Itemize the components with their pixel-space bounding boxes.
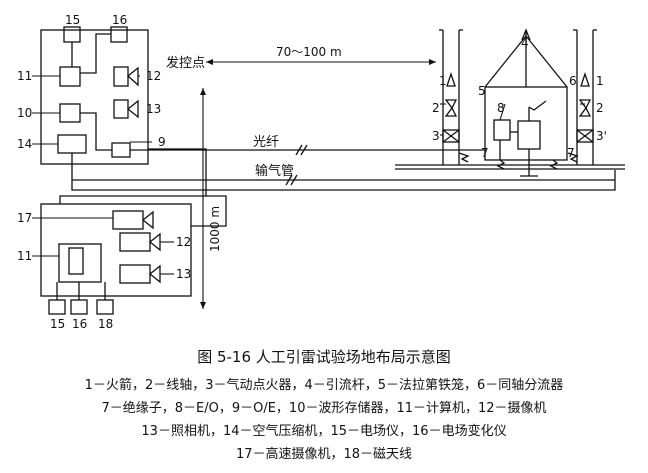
label-5: 5 bbox=[478, 84, 486, 98]
label-7-left: 7 bbox=[481, 146, 489, 160]
fiber-label: 光纤 bbox=[253, 135, 279, 150]
recording-station-frame bbox=[40, 203, 192, 297]
control-station-frame bbox=[40, 29, 149, 165]
camera-13 bbox=[113, 99, 129, 119]
rocket-1-right bbox=[580, 71, 590, 87]
label-9: 9 bbox=[158, 135, 166, 149]
computer-11b-core bbox=[68, 247, 84, 275]
label-4: 4 bbox=[521, 36, 529, 50]
air-compressor-14 bbox=[57, 134, 87, 154]
label-3-right: 3' bbox=[596, 129, 607, 143]
rocket-1-left bbox=[446, 71, 456, 87]
label-12b: 12 bbox=[176, 235, 191, 249]
label-15: 15 bbox=[65, 13, 80, 27]
label-13b: 13 bbox=[176, 267, 191, 281]
label-10: 10 bbox=[17, 106, 32, 120]
distance-horizontal-label: 70～100 m bbox=[276, 45, 342, 59]
legend-line-1: 1－火箭，2－线轴，3－气动点火器，4－引流杆，5－法拉第铁笼，6－同轴分流器 bbox=[84, 378, 564, 393]
label-11b: 11 bbox=[17, 249, 32, 263]
field-change-meter-16 bbox=[110, 26, 128, 43]
label-8: 8 bbox=[497, 101, 505, 115]
legend-line-4: 17－高速摄像机，18－磁天线 bbox=[235, 447, 413, 462]
video-camera-12b bbox=[119, 232, 151, 252]
label-11: 11 bbox=[17, 69, 32, 83]
label-14: 14 bbox=[17, 137, 32, 151]
air-pipe-line bbox=[71, 153, 616, 191]
figure-caption-title: 图 5-16 人工引雷试验场地布局示意图 bbox=[197, 348, 451, 366]
igniter-3-right bbox=[576, 129, 594, 143]
field-change-meter-16b bbox=[70, 299, 88, 315]
control-point-label: 发控点 bbox=[166, 55, 205, 71]
legend-line-2: 7－绝缘子，8－E/O，9－O/E，10－波形存储器，11－计算机，12－摄像机 bbox=[101, 401, 547, 416]
oe-converter-9 bbox=[111, 142, 131, 158]
air-pipe-label: 输气管 bbox=[255, 163, 294, 179]
computer-11 bbox=[59, 66, 81, 87]
distance-vertical-label: 1000 m bbox=[208, 206, 222, 252]
video-camera-12 bbox=[113, 66, 129, 87]
label-12: 12 bbox=[146, 69, 161, 83]
label-3-left: 3 bbox=[432, 129, 440, 143]
label-1-left: 1 bbox=[439, 74, 447, 88]
camera-13b bbox=[119, 264, 151, 284]
label-16b: 16 bbox=[72, 317, 87, 331]
label-7-right: 7 bbox=[567, 146, 575, 160]
magnetic-antenna-18 bbox=[96, 299, 114, 315]
waveform-recorder-10 bbox=[59, 103, 81, 123]
label-15b: 15 bbox=[50, 317, 65, 331]
label-1-right: 1 bbox=[596, 74, 604, 88]
field-meter-15 bbox=[63, 26, 81, 43]
label-18: 18 bbox=[98, 317, 113, 331]
legend-line-3: 13－照相机，14－空气压缩机，15－电场仪，16－电场变化仪 bbox=[141, 424, 507, 439]
field-meter-15b bbox=[48, 299, 66, 315]
label-2-right: 2 bbox=[596, 101, 604, 115]
label-13: 13 bbox=[146, 102, 161, 116]
label-17: 17 bbox=[17, 211, 32, 225]
label-16: 16 bbox=[112, 13, 127, 27]
igniter-3-left bbox=[442, 129, 460, 143]
eo-converter-8 bbox=[493, 119, 511, 141]
high-speed-camera-17 bbox=[112, 210, 144, 230]
label-2-left: 2 bbox=[432, 101, 440, 115]
coaxial-shunt-6 bbox=[517, 120, 541, 150]
label-6: 6 bbox=[569, 74, 577, 88]
spool-2-left bbox=[444, 99, 458, 110]
computer-11b bbox=[58, 243, 102, 283]
